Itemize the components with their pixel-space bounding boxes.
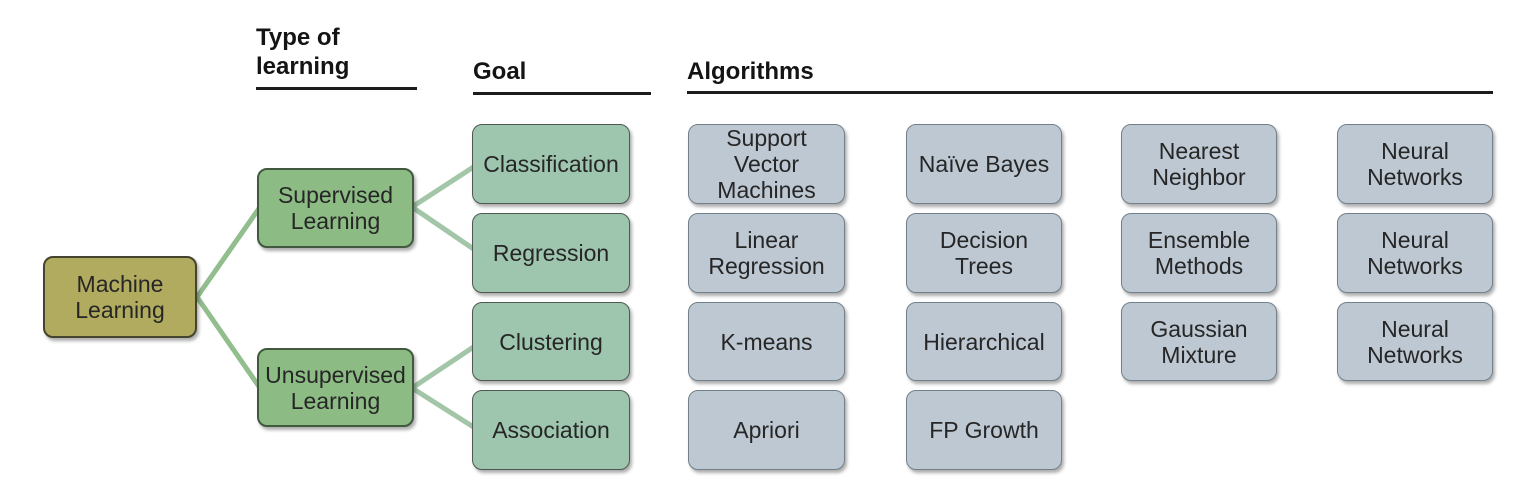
- node-algo-gaussian-mixture: Gaussian Mixture: [1121, 302, 1277, 381]
- connector-supervised-classification: [410, 163, 477, 210]
- connector-root-unsupervised: [194, 295, 263, 390]
- header-type-of-learning: Type of learning: [256, 24, 350, 80]
- header-goal-underline: [473, 92, 651, 95]
- node-algo-linear-regression: Linear Regression: [688, 213, 845, 293]
- node-algo-decision-trees: Decision Trees: [906, 213, 1062, 293]
- node-algo-support-vector-machines: Support Vector Machines: [688, 124, 845, 204]
- node-algo-ensemble-methods: Ensemble Methods: [1121, 213, 1277, 293]
- node-goal-association: Association: [472, 390, 630, 470]
- node-unsupervised-learning: Unsupervised Learning: [257, 348, 414, 427]
- node-algo-hierarchical: Hierarchical: [906, 302, 1062, 381]
- node-goal-classification: Classification: [472, 124, 630, 204]
- connector-supervised-regression: [410, 204, 477, 253]
- node-supervised-learning: Supervised Learning: [257, 168, 414, 248]
- header-algorithms: Algorithms: [687, 58, 814, 85]
- node-machine-learning: Machine Learning: [43, 256, 197, 338]
- header-goal: Goal: [473, 58, 527, 85]
- connector-unsupervised-clustering: [410, 343, 477, 391]
- node-algo-naive-bayes: Naïve Bayes: [906, 124, 1062, 204]
- node-goal-clustering: Clustering: [472, 302, 630, 381]
- connector-root-supervised: [194, 205, 263, 299]
- node-algo-neural-networks-clustering: Neural Networks: [1337, 302, 1493, 381]
- header-algorithms-underline: [687, 91, 1493, 94]
- node-goal-regression: Regression: [472, 213, 630, 293]
- connector-unsupervised-association: [410, 385, 477, 431]
- node-algo-nearest-neighbor: Nearest Neighbor: [1121, 124, 1277, 204]
- node-algo-apriori: Apriori: [688, 390, 845, 470]
- node-algo-fp-growth: FP Growth: [906, 390, 1062, 470]
- node-algo-neural-networks-classification: Neural Networks: [1337, 124, 1493, 204]
- node-algo-k-means: K-means: [688, 302, 845, 381]
- node-algo-neural-networks-regression: Neural Networks: [1337, 213, 1493, 293]
- header-type-of-learning-underline: [256, 87, 417, 90]
